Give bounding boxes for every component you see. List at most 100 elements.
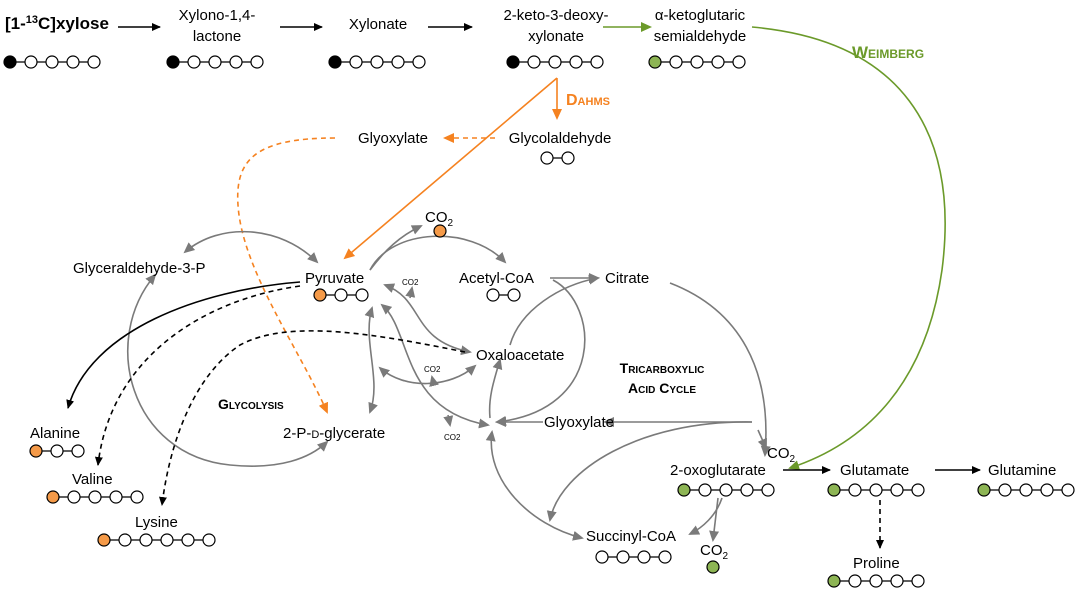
carbon-atom-white xyxy=(130,490,144,504)
label-xylonate: Xylonate xyxy=(349,16,407,33)
arrow-pep-oxaloacetate xyxy=(378,364,477,385)
atom-chain-akgsa xyxy=(648,55,746,69)
arrow-weimberg xyxy=(751,26,946,470)
carbon-atom-black xyxy=(3,55,17,69)
arrow-oxoglutarate-to-succinylcoa xyxy=(688,497,723,535)
atom-chain-glycolaldehyde xyxy=(540,151,575,165)
carbon-atom-white xyxy=(869,574,883,588)
label-tca-2: Acid Cycle xyxy=(628,380,696,396)
carbon-atom-white xyxy=(1061,483,1075,497)
label-xylose: [1-13C]xylose xyxy=(5,14,109,33)
carbon-atom-white xyxy=(507,288,521,302)
carbon-atom-white xyxy=(595,550,609,564)
carbon-atom-white xyxy=(50,444,64,458)
carbon-atom-white xyxy=(732,55,746,69)
carbon-atom-black xyxy=(506,55,520,69)
arrow-pyruvate-to-co2 xyxy=(369,225,423,271)
carbon-atom-white xyxy=(890,483,904,497)
label-citrate: Citrate xyxy=(605,270,649,287)
label-glutamine: Glutamine xyxy=(988,462,1056,479)
arrow-pyruvate-2pg xyxy=(364,306,378,414)
label-tca-1: Tricarboxylic xyxy=(620,360,705,376)
label-co2-pyruvate: CO2 xyxy=(425,209,454,229)
arrow-co2-small-3 xyxy=(443,414,454,427)
carbon-atom-white xyxy=(187,55,201,69)
arrow-oxoglutarate-co2 xyxy=(757,429,767,450)
carbon-atom-white xyxy=(690,55,704,69)
atom-chain-xylonolactone xyxy=(166,55,264,69)
atom-chain-co2-pyruvate xyxy=(433,224,447,238)
carbon-atom-white xyxy=(719,483,733,497)
carbon-atom-white xyxy=(998,483,1012,497)
carbon-atom-white xyxy=(848,574,862,588)
label-xylonolactone-2: lactone xyxy=(193,28,241,45)
carbon-atom-white xyxy=(160,533,174,547)
arrow-pyruvate-to-valine xyxy=(94,285,301,466)
label-oxaloacetate: Oxaloacetate xyxy=(476,347,564,364)
carbon-atom-white xyxy=(1040,483,1054,497)
atom-chain-glutamate xyxy=(827,483,925,497)
arrow-oxaloacetate-to-lysine xyxy=(159,330,466,506)
carbon-atom-white xyxy=(229,55,243,69)
label-co2-small-1: CO2 xyxy=(402,278,419,287)
label-acetyl-coa: Acetyl-CoA xyxy=(459,270,534,287)
atom-chain-glutamine xyxy=(977,483,1075,497)
label-glyoxylate-top: Glyoxylate xyxy=(358,130,428,147)
carbon-atom-black xyxy=(166,55,180,69)
arrow-succinylcoa-to-malate xyxy=(485,430,584,541)
arrow-co2-small-1 xyxy=(405,286,416,299)
label-valine: Valine xyxy=(72,471,113,488)
carbon-atom-white xyxy=(637,550,651,564)
atom-chain-pyruvate xyxy=(313,288,369,302)
label-akgsa-2: semialdehyde xyxy=(654,28,747,45)
carbon-atom-white xyxy=(412,55,426,69)
carbon-atom-orange xyxy=(29,444,43,458)
carbon-atom-white xyxy=(761,483,775,497)
label-co2-small-3: CO2 xyxy=(444,433,461,442)
carbon-atom-white xyxy=(355,288,369,302)
carbon-atom-green xyxy=(827,483,841,497)
carbon-atom-orange xyxy=(433,224,447,238)
carbon-atom-white xyxy=(740,483,754,497)
arrow-oxaloacetate-to-citrate xyxy=(509,274,600,346)
carbon-atom-white xyxy=(118,533,132,547)
carbon-atom-white xyxy=(334,288,348,302)
carbon-atom-white xyxy=(66,55,80,69)
arrows xyxy=(66,22,981,549)
label-glutamate: Glutamate xyxy=(840,462,909,479)
arrow-glyoxylate-to-2pg xyxy=(236,137,336,414)
carbon-atom-white xyxy=(848,483,862,497)
carbon-atom-green xyxy=(706,560,720,574)
label-glyoxylate-tca: Glyoxylate xyxy=(544,414,614,431)
carbon-atom-black xyxy=(328,55,342,69)
carbon-atom-white xyxy=(527,55,541,69)
carbon-atom-white xyxy=(911,574,925,588)
carbon-atom-white xyxy=(540,151,554,165)
carbon-atom-white xyxy=(24,55,38,69)
label-xylonolactone-1: Xylono-1,4- xyxy=(179,7,256,24)
carbon-atom-white xyxy=(202,533,216,547)
carbon-atom-white xyxy=(1019,483,1033,497)
atom-chain-alanine xyxy=(29,444,85,458)
label-2-p-d-glycerate: 2-P-d-glycerate xyxy=(283,425,385,442)
atom-chain-co2-oxoglutarate xyxy=(706,560,720,574)
label-alanine: Alanine xyxy=(30,425,80,442)
label-glycolaldehyde: Glycolaldehyde xyxy=(509,130,612,147)
carbon-atom-green xyxy=(827,574,841,588)
arrow-dahms-to-pyruvate xyxy=(343,77,558,260)
atom-chain-kdx xyxy=(506,55,604,69)
label-proline: Proline xyxy=(853,555,900,572)
arrow-pyruvate-to-acetylcoa xyxy=(369,235,507,271)
carbon-atom-orange xyxy=(97,533,111,547)
arrow-glycolysis-loop xyxy=(126,273,329,467)
atom-chain-oxoglutarate xyxy=(677,483,775,497)
arrow-pyruvate-glyceraldehyde xyxy=(183,230,319,264)
label-weimberg-pathway: Weimberg xyxy=(852,43,924,62)
label-dahms-pathway: Dahms xyxy=(566,92,610,109)
carbon-atom-green xyxy=(648,55,662,69)
label-kdx-1: 2-keto-3-deoxy- xyxy=(503,7,608,24)
atom-chain-valine xyxy=(46,490,144,504)
carbon-atom-white xyxy=(391,55,405,69)
